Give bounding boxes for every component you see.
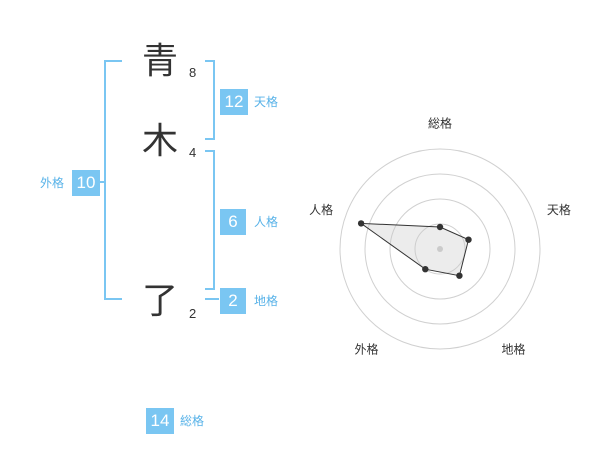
- tenkaku-value: 12: [220, 89, 248, 115]
- radar-point-0: [436, 223, 444, 231]
- chikaku-bracket-stub: [205, 298, 219, 300]
- tenkaku-bracket-top: [205, 60, 215, 62]
- gaikaku-bracket-stub: [98, 181, 104, 183]
- chikaku-value: 2: [220, 288, 246, 314]
- stroke-count-1: 8: [189, 65, 197, 80]
- tenkaku-label: 天格: [254, 95, 279, 109]
- radar-axis-label-1: 天格: [547, 202, 571, 217]
- name-char-1: 青: [142, 41, 179, 82]
- chikaku-label: 地格: [254, 294, 279, 308]
- gaikaku-value: 10: [72, 170, 100, 196]
- radar-ring-2: [389, 198, 491, 300]
- tenkaku-bracket-bottom: [205, 138, 215, 140]
- radar-axis-label-0: 総格: [428, 116, 452, 131]
- soukaku-label: 総格: [180, 414, 205, 428]
- radar-ring-3: [364, 173, 516, 325]
- name-char-2: 木: [142, 121, 179, 162]
- stroke-count-3: 2: [189, 306, 197, 321]
- gaikaku-label: 外格: [40, 176, 65, 190]
- gaikaku-bracket-top: [104, 60, 122, 62]
- jinkaku-label: 人格: [254, 215, 279, 229]
- jinkaku-value: 6: [220, 209, 246, 235]
- radar-axis-label-4: 人格: [309, 202, 333, 217]
- stroke-count-2: 4: [189, 145, 197, 160]
- soukaku-value: 14: [146, 408, 174, 434]
- jinkaku-bracket-vertical: [213, 150, 215, 290]
- radar-value-polygon: [359, 222, 470, 277]
- jinkaku-bracket-bottom: [205, 288, 215, 290]
- radar-point-1: [465, 236, 472, 243]
- tenkaku-bracket-vertical: [213, 60, 215, 140]
- gaikaku-bracket-vertical: [104, 60, 106, 300]
- radar-point-3: [422, 266, 429, 273]
- radar-axis-label-3: 外格: [354, 342, 378, 357]
- radar-axis-label-2: 地格: [501, 342, 525, 357]
- radar-point-4: [357, 220, 365, 227]
- radar-center: [437, 246, 443, 252]
- gaikaku-bracket-bottom: [104, 298, 122, 300]
- name-char-3: 了: [142, 281, 179, 322]
- radar-ring-4: [339, 148, 541, 350]
- jinkaku-bracket-top: [205, 150, 215, 152]
- radar-point-2: [456, 272, 463, 279]
